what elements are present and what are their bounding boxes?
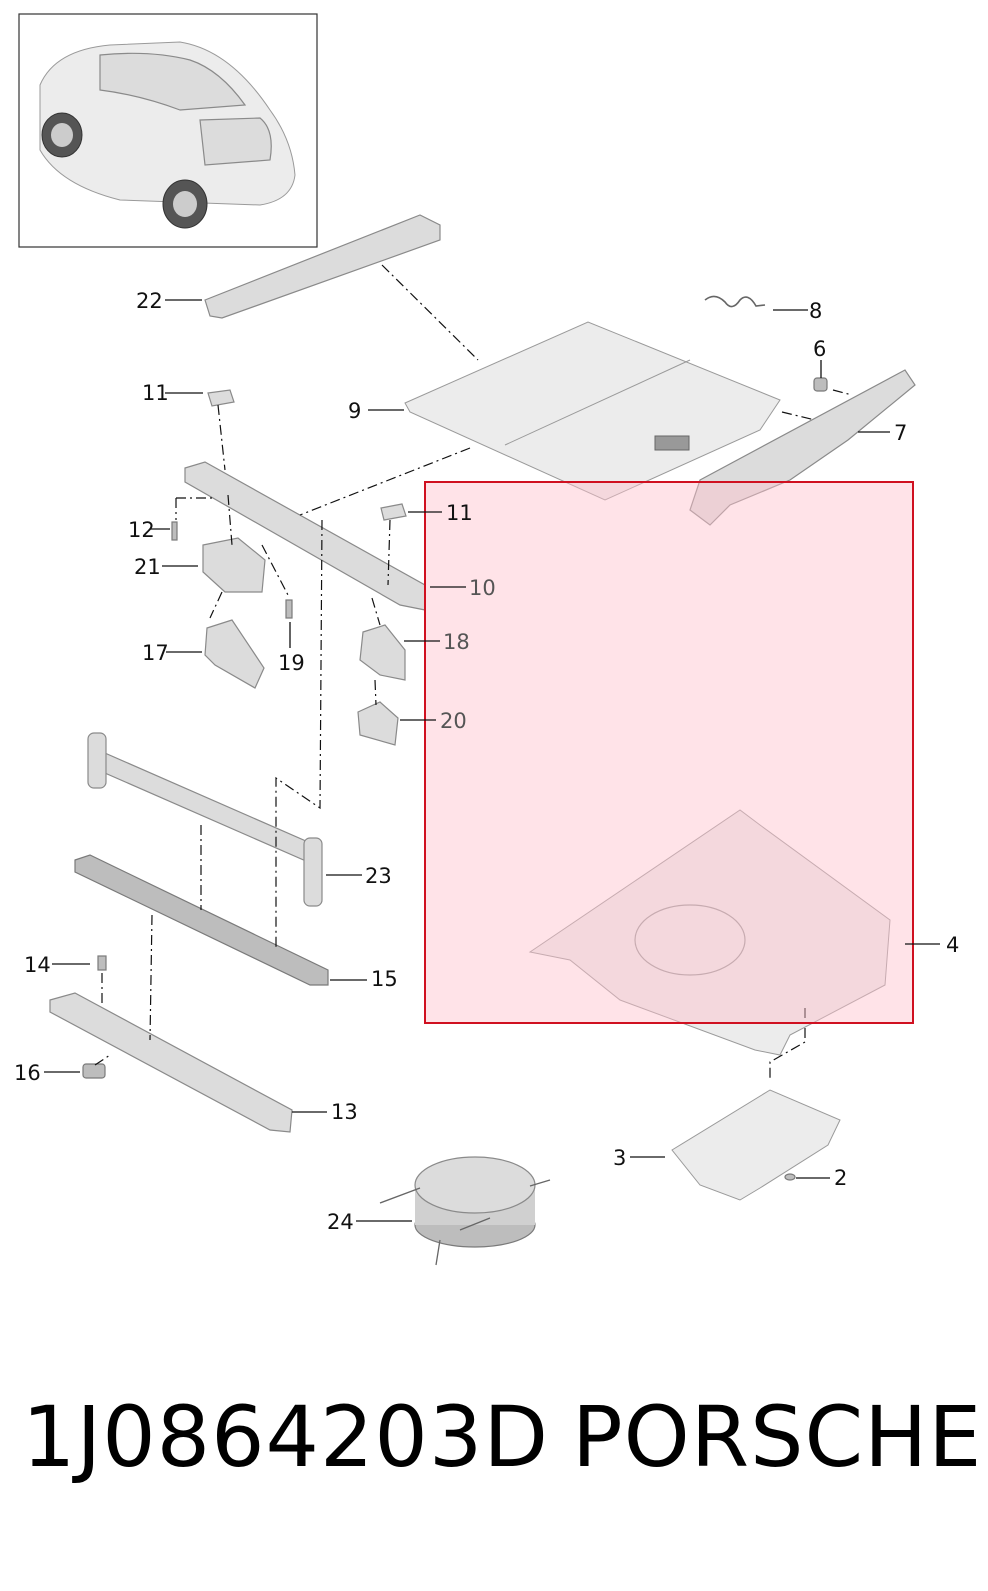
part-14-bolt <box>97 955 107 971</box>
assembly-lines <box>94 264 853 1080</box>
part-22-cover-strip <box>204 214 441 319</box>
part-23-luggage-bar <box>87 732 323 907</box>
callout-20: 20 <box>440 709 467 733</box>
part-6-clip <box>813 377 828 392</box>
part-number: 1J0864203D <box>22 1388 550 1486</box>
callout-17: 17 <box>142 641 169 665</box>
part-4-floor-pan <box>528 809 891 1056</box>
callout-24: 24 <box>327 1210 354 1234</box>
part-11a-clip <box>207 389 235 407</box>
part-19-screw <box>285 599 293 619</box>
callout-8: 8 <box>809 299 822 323</box>
callout-10: 10 <box>469 576 496 600</box>
part-16-clip <box>82 1063 106 1079</box>
callout-6: 6 <box>813 337 826 361</box>
part-12-bolt <box>171 521 178 541</box>
callout-18: 18 <box>443 630 470 654</box>
part-21-bracket <box>202 537 266 593</box>
brand-name: PORSCHE <box>572 1388 983 1486</box>
part-13-sill-trim <box>49 992 293 1133</box>
callout-9: 9 <box>348 399 361 423</box>
vehicle-overview-inset <box>18 13 318 248</box>
callout-13: 13 <box>331 1100 358 1124</box>
callout-11b: 11 <box>446 501 473 525</box>
part-9-load-floor <box>404 321 781 501</box>
part-7-trim-panel <box>689 369 916 526</box>
part-24-tyre-kit <box>379 1156 551 1266</box>
callout-2: 2 <box>834 1166 847 1190</box>
callout-16: 16 <box>14 1061 41 1085</box>
callout-22: 22 <box>136 289 163 313</box>
callout-19: 19 <box>278 651 305 675</box>
part-8-cable <box>704 295 766 308</box>
part-20-bracket <box>357 701 399 746</box>
part-15-rail <box>74 854 329 986</box>
callout-7: 7 <box>894 421 907 445</box>
highlight-box-part-4 <box>424 481 914 1024</box>
callout-3: 3 <box>613 1146 626 1170</box>
callout-12: 12 <box>128 518 155 542</box>
callout-labels: 22 8 6 11 9 7 11 12 21 10 18 17 19 20 23… <box>14 289 959 1234</box>
callout-11a: 11 <box>142 381 169 405</box>
part-17-bracket <box>204 619 265 689</box>
callout-15: 15 <box>371 967 398 991</box>
part-3-panel <box>671 1089 841 1201</box>
callout-23: 23 <box>365 864 392 888</box>
callout-4: 4 <box>946 933 959 957</box>
callout-21: 21 <box>134 555 161 579</box>
leader-lines <box>44 299 940 1222</box>
part-2-nut <box>784 1173 796 1181</box>
callout-14: 14 <box>24 953 51 977</box>
part-11b-clip <box>380 503 407 521</box>
car-illustration <box>39 41 296 229</box>
part-18-bracket <box>359 624 406 681</box>
